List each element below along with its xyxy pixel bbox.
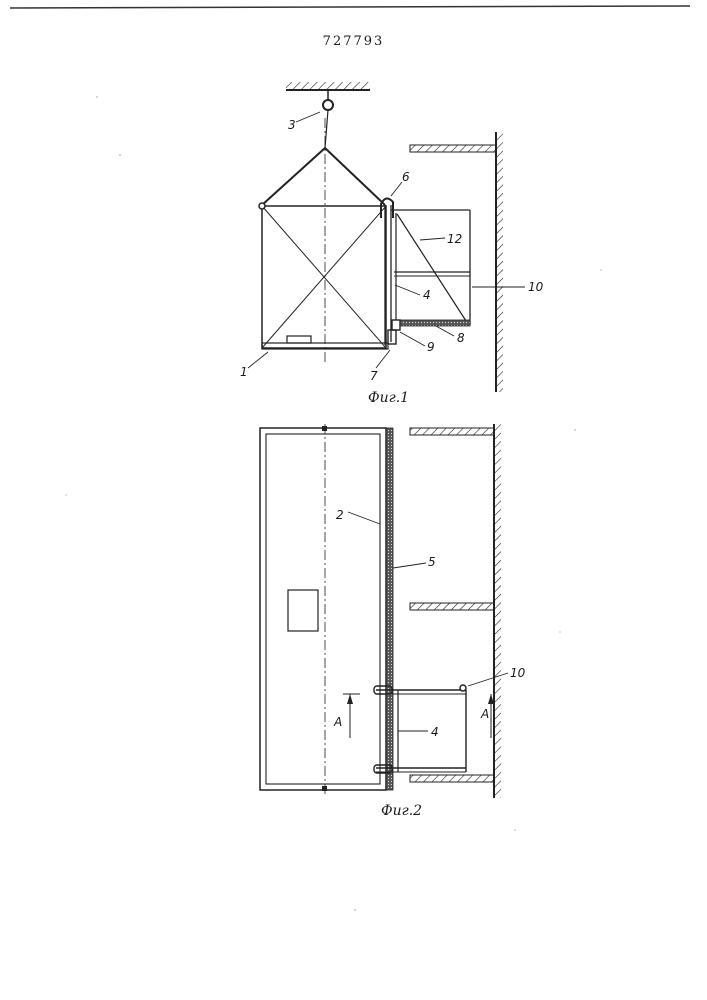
figure-1-caption: Фиг.1 [368, 390, 409, 406]
section-mark-right: A [480, 707, 489, 721]
shelf-2 [410, 603, 494, 610]
figure-2: 2 5 10 A A 4 Фиг.2 [260, 424, 526, 819]
container-plan [260, 428, 386, 790]
fig1-label-4: 4 [423, 288, 431, 302]
hook-ring [323, 100, 333, 110]
slab-8 [400, 320, 470, 326]
center-hatch-window [288, 590, 318, 631]
sling-left [262, 148, 325, 205]
fig2-label-5: 5 [428, 555, 436, 569]
sling-right [325, 148, 385, 205]
section-mark-left: A [333, 715, 342, 729]
fig1-label-12: 12 [447, 232, 462, 246]
fig2-label-10: 10 [510, 666, 526, 680]
bottom-block [287, 336, 311, 343]
fig1-label-7: 7 [370, 369, 378, 383]
pin-10 [460, 685, 466, 691]
fig1-label-10: 10 [528, 280, 544, 294]
scan-border-line [10, 6, 690, 8]
fig1-label-3: 3 [288, 118, 296, 132]
shelf-3 [410, 775, 494, 782]
fig1-label-9: 9 [427, 340, 435, 354]
shelf-1 [410, 428, 494, 435]
side-strip-5 [386, 428, 393, 790]
figure-2-caption: Фиг.2 [381, 803, 422, 819]
fig1-label-1: 1 [240, 365, 248, 379]
ceiling-hatch [286, 82, 370, 90]
fig2-label-2: 2 [336, 508, 344, 522]
fig2-label-4: 4 [431, 725, 439, 739]
scan-noise [65, 96, 601, 910]
shelf-top [410, 145, 496, 152]
fig1-label-8: 8 [457, 331, 465, 345]
figure-1: 3 6 12 4 10 8 9 7 1 Фиг.1 [240, 82, 544, 406]
fig1-label-6: 6 [402, 170, 410, 184]
